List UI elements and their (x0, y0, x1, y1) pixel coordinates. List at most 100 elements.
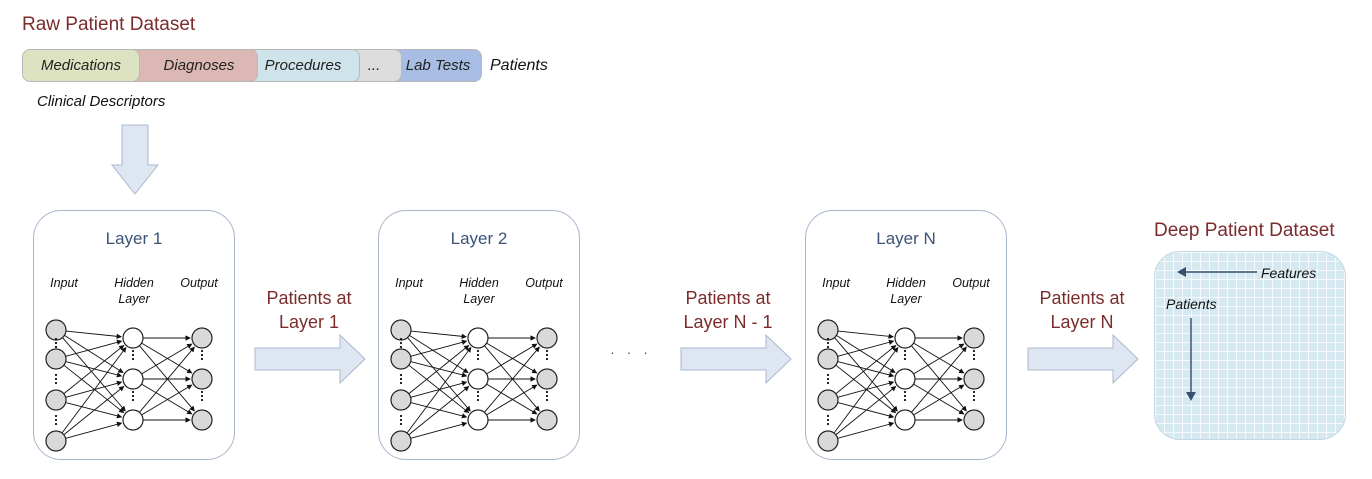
ellipsis-dot (545, 390, 549, 394)
ellipsis-dot (826, 373, 830, 377)
ellipsis-dot (972, 398, 976, 402)
ellipsis-dot (545, 353, 549, 357)
network-connection (486, 384, 538, 416)
ellipsis-dot (399, 341, 403, 345)
ellipsis-dot (54, 373, 58, 377)
output-node (963, 409, 985, 431)
ellipsis-dot (826, 422, 830, 426)
network-connection (61, 346, 127, 434)
ellipsis-dot (826, 414, 830, 418)
transition-line-2: Layer N (1050, 312, 1114, 332)
right-arrow-1 (254, 333, 366, 385)
layer-box-n: Layer N Input Hidden Layer Output (805, 210, 1007, 460)
descriptor-medications: Medications (22, 49, 140, 82)
ellipsis-dot (972, 390, 976, 394)
hidden-layer-label: Hidden Layer (114, 276, 154, 306)
ellipsis-dot (131, 353, 135, 357)
ellipsis-dot (826, 337, 830, 341)
hidden-node (122, 327, 144, 349)
transition-label-1: Patients at Layer 1 (247, 286, 371, 334)
descriptor-diagnoses: Diagnoses (126, 49, 258, 82)
ellipsis-dot (972, 353, 976, 357)
network-connection (408, 385, 470, 436)
hidden-node (122, 409, 144, 431)
clinical-descriptors-label: Clinical Descriptors (37, 93, 166, 110)
output-node (536, 368, 558, 390)
input-node (45, 389, 67, 411)
hidden-layer-label: Hidden Layer (886, 276, 926, 306)
network-connection (913, 342, 965, 374)
ellipsis-dot (200, 398, 204, 402)
ellipsis-dot (972, 357, 976, 361)
deep-patients-label: Patients (1166, 296, 1217, 312)
output-node (963, 368, 985, 390)
network-connection (835, 364, 897, 414)
input-node (390, 389, 412, 411)
input-node (817, 389, 839, 411)
network-connection (410, 421, 468, 439)
hidden-node (467, 409, 489, 431)
network-connection (410, 402, 468, 419)
ellipsis-dot (826, 381, 830, 385)
network-connection (837, 361, 895, 378)
input-node (817, 430, 839, 452)
input-node (390, 348, 412, 370)
layer-box-1: Layer 1 Input Hidden Layer Output (33, 210, 235, 460)
network-connection (63, 364, 125, 414)
network-connection (408, 344, 470, 395)
input-node (45, 348, 67, 370)
network-connection (64, 334, 124, 374)
ellipsis-dot (131, 394, 135, 398)
layer-box-2: Layer 2 Input Hidden Layer Output (378, 210, 580, 460)
ellipsis-dot (54, 337, 58, 341)
network-connection (837, 402, 895, 419)
ellipsis-dot (200, 349, 204, 353)
ellipsis-dot (54, 414, 58, 418)
patients-arrowhead (1186, 392, 1196, 401)
right-arrow-2 (680, 333, 792, 385)
ellipsis-dot (476, 353, 480, 357)
network-connection (139, 346, 195, 413)
features-arrowhead (1177, 267, 1186, 277)
layer-title: Layer 2 (450, 229, 508, 248)
deep-dataset-title: Deep Patient Dataset (1154, 220, 1335, 241)
network-connection (409, 334, 469, 374)
network-connection (141, 342, 193, 374)
ellipsis-dot (476, 398, 480, 402)
ellipsis-dot (476, 349, 480, 353)
input-label: Input (822, 276, 850, 290)
network-connection (486, 342, 538, 374)
ellipsis-dot (54, 422, 58, 426)
down-arrow (110, 124, 160, 195)
hidden-node (894, 368, 916, 390)
input-label: Input (50, 276, 78, 290)
ellipsis-dot (200, 390, 204, 394)
network-connection (141, 343, 193, 375)
network-connection (406, 346, 472, 434)
network-connection (837, 330, 894, 339)
network-connection (408, 364, 470, 414)
network-connection (410, 339, 468, 357)
input-node (45, 430, 67, 452)
ellipsis-dot (903, 349, 907, 353)
ellipsis-dot (399, 377, 403, 381)
network-connection (139, 345, 195, 412)
neural-network-diagram (45, 319, 213, 452)
neural-network-diagram (817, 319, 985, 452)
ellipsis-dot (200, 394, 204, 398)
ellipsis-dot (399, 345, 403, 349)
input-node (817, 348, 839, 370)
patients-row-label: Patients (490, 57, 548, 74)
hidden-layer-label: Hidden Layer (459, 276, 499, 306)
ellipsis-dot (972, 394, 976, 398)
network-connection (484, 346, 540, 413)
output-node (536, 327, 558, 349)
ellipsis-dot (545, 357, 549, 361)
output-node (191, 327, 213, 349)
network-connection (63, 385, 125, 436)
input-label: Input (395, 276, 423, 290)
hidden-node (467, 368, 489, 390)
ellipsis-dot (903, 357, 907, 361)
